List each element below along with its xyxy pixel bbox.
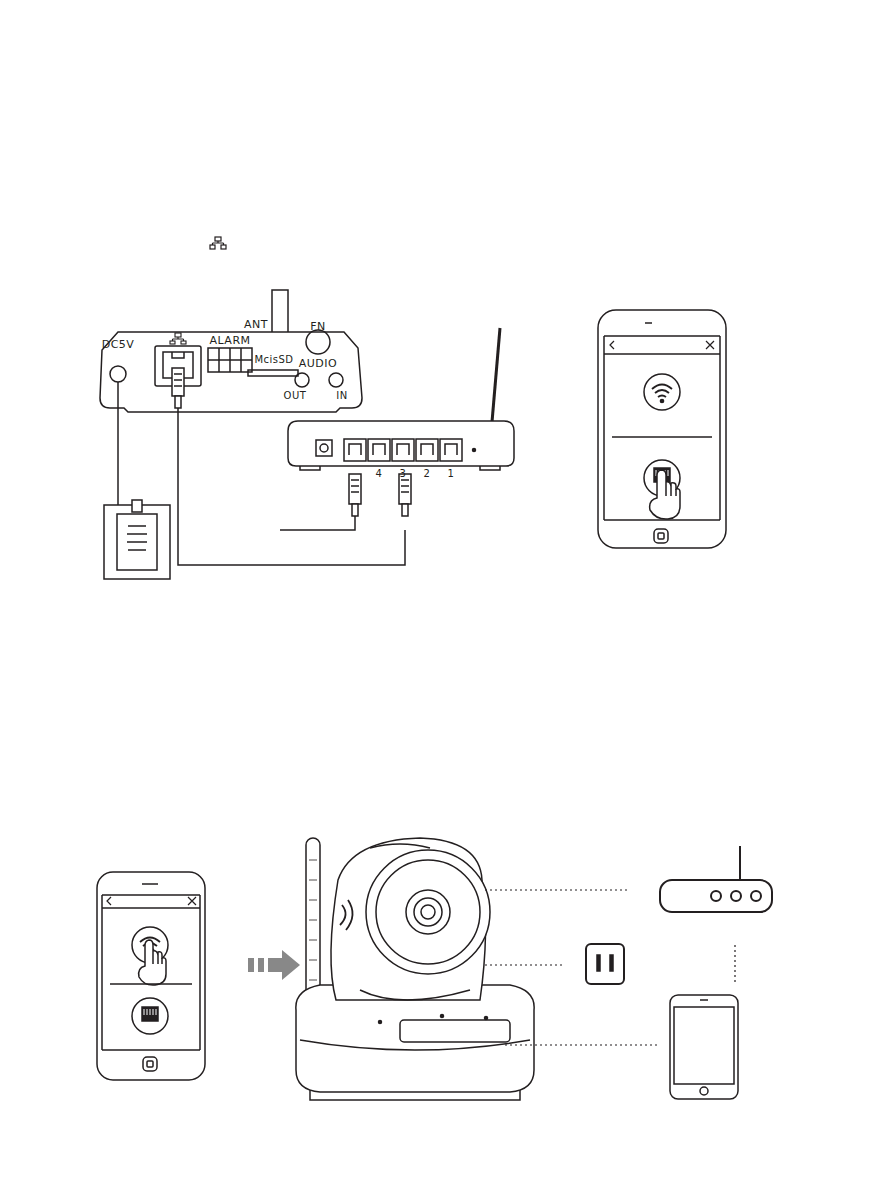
part-label: 3 (400, 469, 407, 479)
ip-camera (296, 838, 534, 1100)
arrow (248, 950, 300, 980)
phone-wired (598, 310, 726, 548)
part-label: OUT (284, 391, 307, 401)
router (280, 328, 514, 530)
network-icon (210, 237, 226, 249)
power-adapter (104, 382, 170, 579)
part-label: ALARM (209, 335, 250, 346)
part-label: IN (336, 391, 347, 401)
part-label: DC5V (102, 339, 135, 350)
dotted-leaders (485, 890, 735, 1045)
part-label: AUDIO (299, 358, 337, 369)
camera-back-panel (100, 290, 362, 412)
part-label: FN (310, 321, 326, 332)
part-label: 2 (424, 469, 431, 479)
devices (586, 846, 772, 1099)
part-label: ANT (244, 319, 268, 330)
part-label: McisSD (254, 355, 293, 365)
phone-wifi (97, 872, 205, 1080)
part-label: 4 (376, 469, 383, 479)
part-label: 1 (448, 469, 455, 479)
